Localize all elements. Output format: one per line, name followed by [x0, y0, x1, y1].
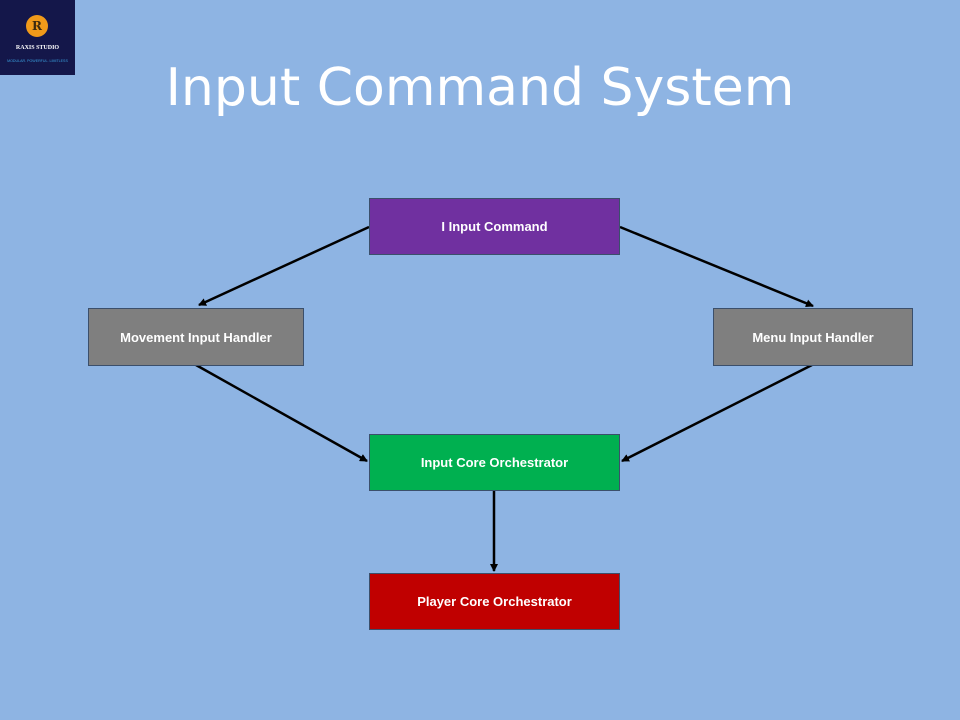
node-label: Player Core Orchestrator [417, 594, 572, 609]
node-player-core-orchestrator: Player Core Orchestrator [369, 573, 620, 630]
edge-interface-to-movement [198, 225, 370, 307]
node-label: Input Core Orchestrator [420, 455, 569, 470]
raxis-studio-logo: R RAXIS STUDIO MODULAR. POWERFUL. LIMITL… [0, 0, 75, 75]
node-menu-input-handler: Menu Input Handler [713, 308, 913, 366]
edge-movement-to-input-core [195, 363, 368, 463]
node-i-input-command: I Input Command [369, 198, 620, 255]
logo-emblem-icon: R [26, 15, 48, 37]
node-label: I Input Command [441, 219, 548, 234]
node-input-core-orchestrator: Input Core Orchestrator [369, 434, 620, 491]
edge-menu-to-input-core [621, 363, 813, 463]
logo-tagline: MODULAR. POWERFUL. LIMITLESS [7, 59, 68, 63]
node-label: Menu Input Handler [752, 329, 874, 345]
logo-name: RAXIS STUDIO [15, 45, 60, 51]
node-movement-input-handler: Movement Input Handler [88, 308, 304, 366]
edge-interface-to-menu [619, 225, 814, 308]
node-label: Movement Input Handler [120, 329, 272, 345]
page-title: Input Command System [165, 58, 795, 118]
